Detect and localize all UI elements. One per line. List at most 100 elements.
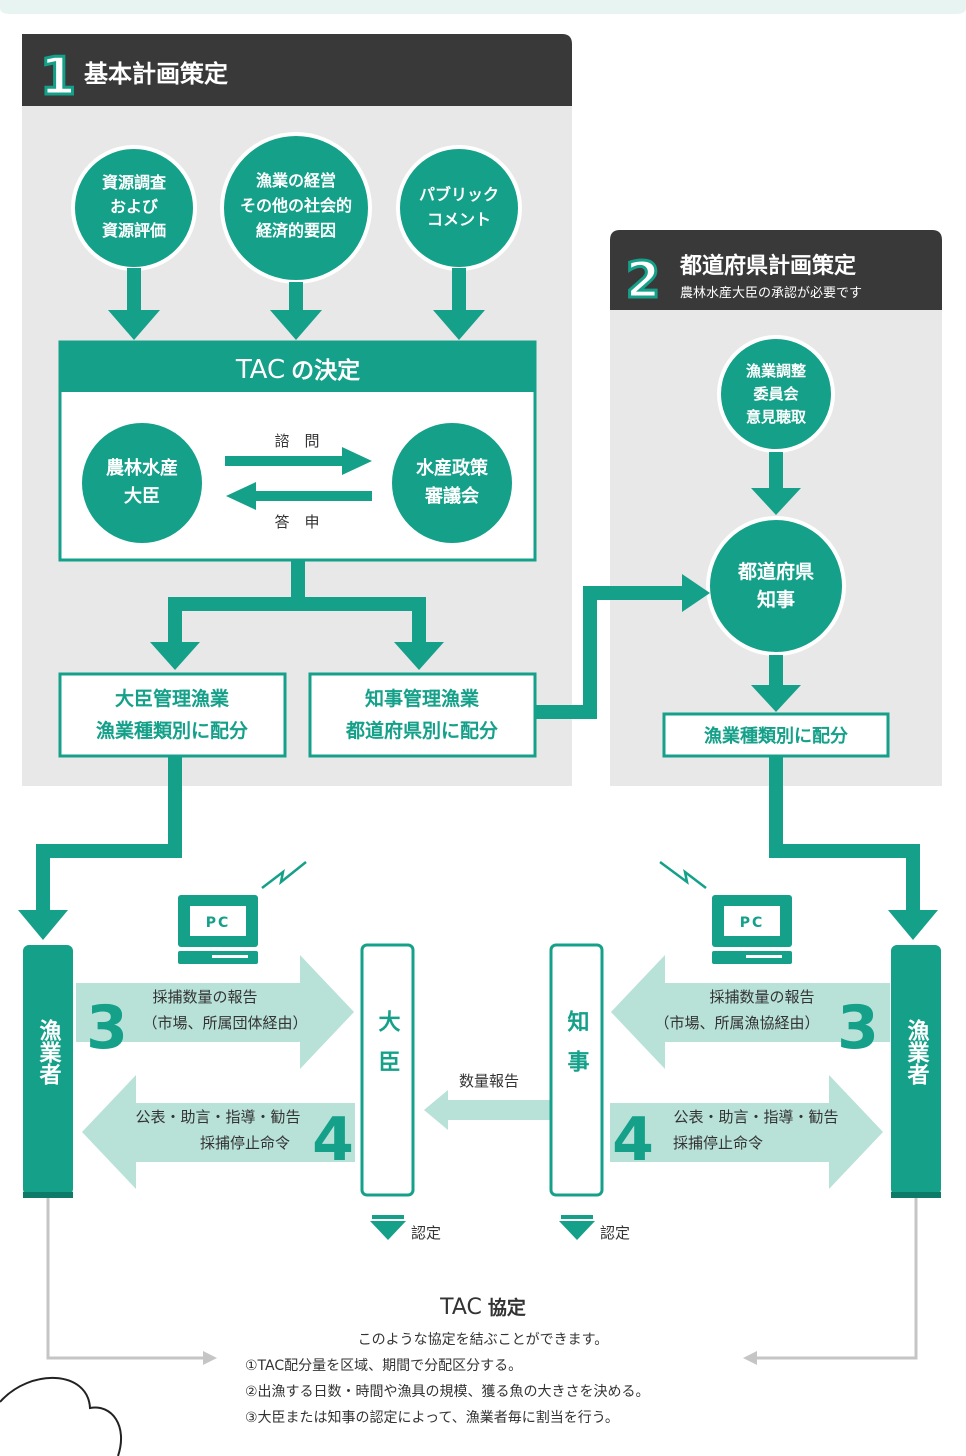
minister-label: 大臣 xyxy=(124,485,160,507)
minister-label: 農林水産 xyxy=(106,457,178,479)
committee-label: 委員会 xyxy=(753,385,798,403)
input-label: コメント xyxy=(427,210,491,229)
committee-label: 漁業調整 xyxy=(746,362,806,380)
input-label: 資源評価 xyxy=(102,221,166,240)
minister-bar: 大臣 xyxy=(360,943,415,1197)
certify-governor: 認定 xyxy=(559,1215,630,1242)
committee-arrow xyxy=(751,452,801,515)
pref-governor-label: 都道府県 xyxy=(737,560,814,583)
pref-allocation-box: 漁業種類別に配分 xyxy=(662,712,890,758)
pc-label: PC xyxy=(206,915,231,931)
allocation-label: 大臣管理漁業 xyxy=(115,687,230,710)
section1-number: 1 xyxy=(40,47,76,107)
committee-label: 意見聴取 xyxy=(746,408,807,426)
agreement-intro: このような協定を結ぶことができます。 xyxy=(358,1332,609,1348)
committee-circle: 漁業調整 委員会 意見聴取 xyxy=(717,335,835,453)
guidance-left-label: 採捕停止命令 xyxy=(200,1134,290,1152)
consult-arrow xyxy=(225,456,345,466)
fisher-bar-left: 漁業者 xyxy=(23,945,73,1198)
agreement-item: ③大臣または知事の認定によって、漁業者毎に割当を行う。 xyxy=(245,1409,619,1426)
guidance-right-label: 採捕停止命令 xyxy=(673,1134,763,1152)
split-arrows xyxy=(150,560,444,670)
fisher-label: 漁業者 xyxy=(904,1018,931,1086)
report-arrow xyxy=(252,491,372,501)
agreement-item: ②出漁する日数・時間や漁具の規模、獲る魚の大きさを決める。 xyxy=(245,1384,650,1400)
signal-left-icon xyxy=(261,861,307,889)
input-label: および xyxy=(110,197,159,216)
minister-allocation-box: 大臣管理漁業 漁業種類別に配分 xyxy=(58,672,287,758)
signal-right-icon xyxy=(659,860,707,889)
report-left-label: （市場、所属団体経由） xyxy=(142,1014,307,1032)
cloud-outline-decoration xyxy=(0,1377,123,1456)
report-right-label: （市場、所属漁協経由） xyxy=(654,1014,819,1032)
report-arrow-head xyxy=(226,482,256,510)
input-social-economic: 漁業の経営 その他の社会的 経済的要因 xyxy=(220,132,372,284)
report-label: 答 申 xyxy=(274,513,319,531)
consult-arrow-head xyxy=(342,447,372,475)
agreement-item: ①TAC配分量を区域、期間で分配区分する。 xyxy=(245,1358,522,1374)
certify-minister: 認定 xyxy=(370,1215,441,1242)
pref-governor-circle: 都道府県 知事 xyxy=(706,516,846,656)
input-public-comment: パブリック コメント xyxy=(396,145,522,271)
section2-header: 2 都道府県計画策定 農林水産大臣の承認が必要です xyxy=(624,250,862,311)
guidance-right-label: 公表・助言・指導・勧告 xyxy=(673,1108,838,1126)
allocation-label: 都道府県別に配分 xyxy=(345,719,498,742)
pc-left-icon: PC xyxy=(178,895,258,964)
quantity-report-arrow: 数量報告 xyxy=(424,1072,551,1130)
section2-subtitle: 農林水産大臣の承認が必要です xyxy=(680,285,862,301)
input-arrows xyxy=(108,268,485,340)
allocation-label: 漁業種類別に配分 xyxy=(96,719,248,742)
section2-number: 2 xyxy=(626,251,661,309)
step3-number: 3 xyxy=(86,993,128,1063)
governor-allocation-box: 知事管理漁業 都道府県別に配分 xyxy=(308,672,537,758)
section1-title: 基本計画策定 xyxy=(84,60,228,88)
report-right-label: 採捕数量の報告 xyxy=(709,988,814,1006)
council-circle xyxy=(392,423,512,543)
step3-number: 3 xyxy=(837,993,879,1063)
fisher-bar-right: 漁業者 xyxy=(891,945,941,1198)
report-arrow-right: 3 採捕数量の報告 （市場、所属漁協経由） xyxy=(611,955,890,1069)
governor-bar-label: 知事 xyxy=(564,1009,590,1090)
input-label: 資源調査 xyxy=(102,173,166,192)
report-left-label: 採捕数量の報告 xyxy=(152,988,257,1006)
governor-bar: 知事 xyxy=(549,943,604,1197)
council-label: 水産政策 xyxy=(416,457,489,479)
allocation-label: 知事管理漁業 xyxy=(365,687,480,710)
report-arrow-left: 3 採捕数量の報告 （市場、所属団体経由） xyxy=(76,955,354,1069)
pc-right-icon: PC xyxy=(712,895,792,964)
agreement-connectors xyxy=(46,1198,918,1365)
fisher-label: 漁業者 xyxy=(36,1018,63,1086)
quantity-report-label: 数量報告 xyxy=(459,1072,519,1090)
guidance-arrow-left: 公表・助言・指導・勧告 採捕停止命令 4 xyxy=(82,1075,355,1189)
connector-to-governor xyxy=(535,574,710,719)
council-label: 審議会 xyxy=(424,485,479,507)
certify-label: 認定 xyxy=(411,1224,441,1242)
input-label: 漁業の経営 xyxy=(256,171,336,190)
input-label: その他の社会的 xyxy=(240,196,352,215)
pref-governor-label: 知事 xyxy=(757,588,795,611)
right-route-line xyxy=(769,756,938,940)
minister-circle xyxy=(82,423,202,543)
step4-number: 4 xyxy=(612,1105,654,1175)
minister-bar-label: 大臣 xyxy=(375,1010,401,1090)
input-label: パブリック xyxy=(419,185,499,204)
pref-allocation-label: 漁業種類別に配分 xyxy=(704,725,848,747)
input-resource-survey: 資源調査 および 資源評価 xyxy=(71,145,197,271)
guidance-arrow-right: 4 公表・助言・指導・勧告 採捕停止命令 xyxy=(610,1075,883,1189)
pc-label: PC xyxy=(740,915,765,931)
section2-title: 都道府県計画策定 xyxy=(679,253,856,279)
top-band xyxy=(0,0,966,14)
section1-header: 1 基本計画策定 xyxy=(38,46,228,109)
consult-label: 諮 問 xyxy=(274,432,319,450)
step4-number: 4 xyxy=(312,1105,354,1175)
input-label: 経済的要因 xyxy=(256,221,336,240)
pref-governor-arrow xyxy=(751,655,801,712)
certify-label: 認定 xyxy=(600,1224,630,1242)
left-route-line xyxy=(18,756,182,940)
guidance-left-label: 公表・助言・指導・勧告 xyxy=(135,1108,300,1126)
